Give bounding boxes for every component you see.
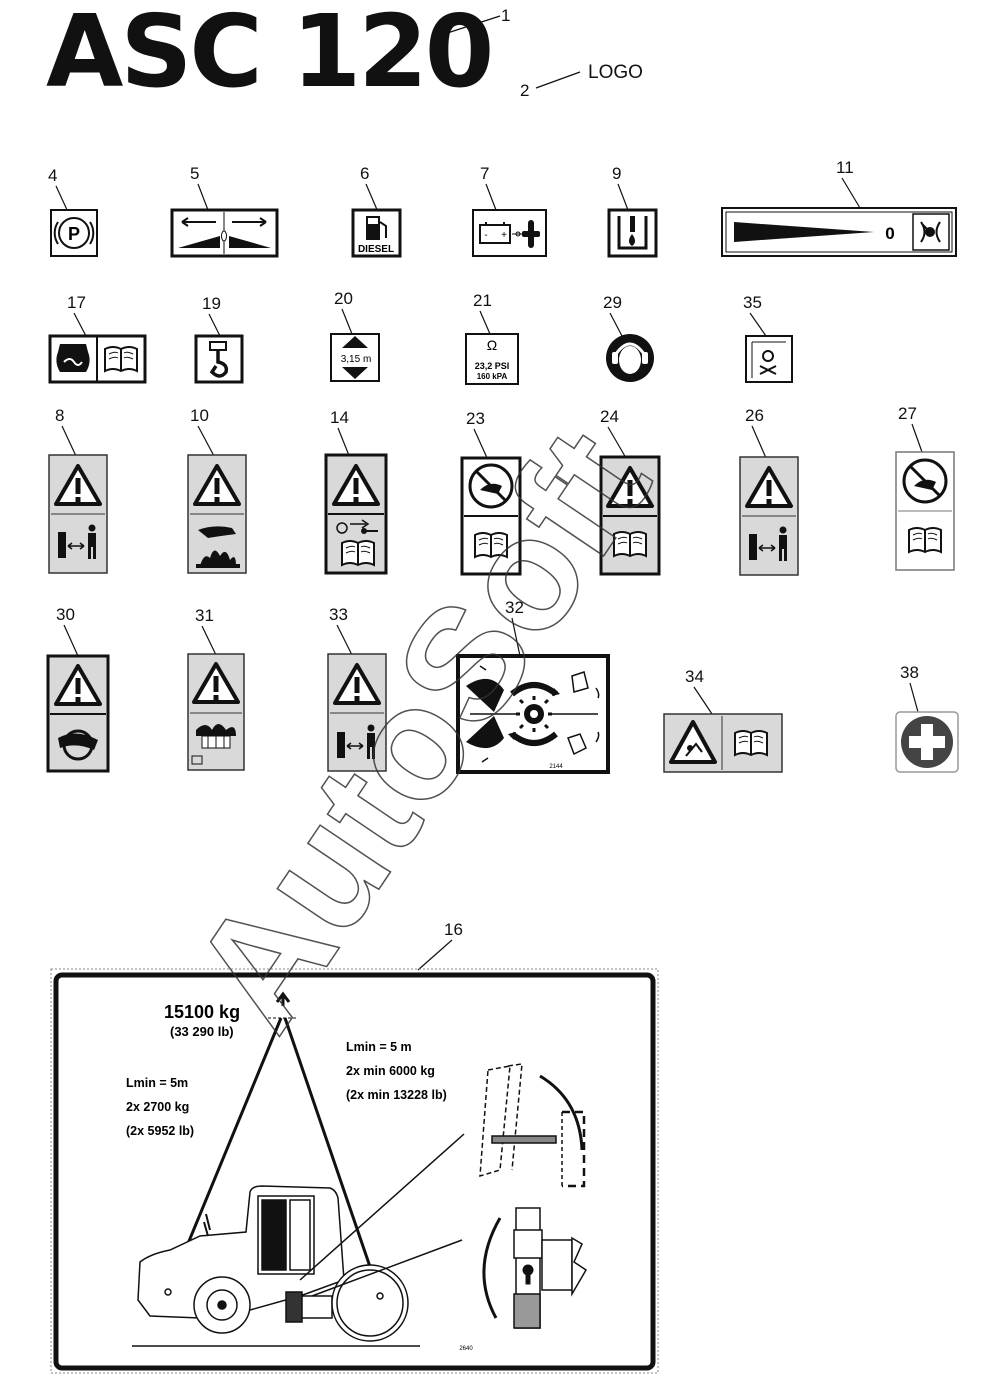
callout-38: 38 xyxy=(900,663,919,682)
callout-32: 32 xyxy=(505,598,524,617)
front-load-lb: (2x min 13228 lb) xyxy=(346,1088,447,1102)
callout-34: 34 xyxy=(685,667,704,686)
decal-34-warning-manual xyxy=(663,713,783,773)
callout-20: 20 xyxy=(334,289,353,308)
callout-35: 35 xyxy=(743,293,762,312)
callout-10: 10 xyxy=(190,406,209,425)
callout-11: 11 xyxy=(836,158,854,177)
rear-lmin: Lmin = 5m xyxy=(126,1076,188,1090)
decal-9-hydraulic-oil xyxy=(607,208,658,258)
decal16-code: 2640 xyxy=(459,1346,473,1352)
callout-1: 1 xyxy=(501,6,511,25)
svg-text:P: P xyxy=(68,224,80,244)
logo-label: LOGO xyxy=(588,62,643,83)
model-title: ASC 120 xyxy=(46,0,494,110)
decal-38-first-aid xyxy=(895,711,959,773)
pressure-kpa: 160 kPA xyxy=(477,372,508,381)
svg-text:Ω: Ω xyxy=(487,337,497,353)
rear-load-lb: (2x 5952 lb) xyxy=(126,1124,194,1138)
total-weight: 15100 kg xyxy=(164,1002,240,1022)
decal-24-read-manual xyxy=(599,455,661,576)
decal-5-leveling xyxy=(170,208,279,258)
callout-26: 26 xyxy=(745,406,764,425)
decal-19-lifting-hook xyxy=(194,334,244,384)
decal-26-crush-distance xyxy=(739,456,799,576)
callout-6: 6 xyxy=(360,164,370,183)
callout-33: 33 xyxy=(329,605,348,624)
callout-17: 17 xyxy=(67,293,86,312)
callout-5: 5 xyxy=(190,164,200,183)
decal-10-hot-surface xyxy=(187,454,247,574)
callout-24: 24 xyxy=(600,407,619,426)
decal-11-speed-scale: 0 xyxy=(721,207,957,257)
decal-20-height: 3,15 m xyxy=(330,333,380,382)
decal-33-crush-distance xyxy=(327,653,387,772)
callout-29: 29 xyxy=(603,293,622,312)
callout-14: 14 xyxy=(330,408,349,427)
total-weight-lb: (33 290 lb) xyxy=(170,1024,234,1039)
callout-23: 23 xyxy=(466,409,485,428)
callout-2: 2 xyxy=(520,81,530,100)
decal-30-entanglement xyxy=(46,654,110,773)
callout-27: 27 xyxy=(898,404,917,423)
decal32-code: 2144 xyxy=(549,764,563,770)
callout-30: 30 xyxy=(56,605,75,624)
rear-load: 2x 2700 kg xyxy=(126,1100,189,1114)
decal-32-steering-joint: 2144 xyxy=(456,654,610,774)
decal-6-diesel: DIESEL xyxy=(351,208,402,258)
callout-31: 31 xyxy=(195,606,214,625)
decal-29-ear-protection xyxy=(606,334,654,382)
decal-14-key-manual xyxy=(324,453,388,575)
decal-23-no-hands-manual xyxy=(460,456,522,576)
svg-text:+: + xyxy=(501,230,507,241)
callout-4: 4 xyxy=(48,166,58,185)
front-load: 2x min 6000 kg xyxy=(346,1064,435,1078)
front-lmin: Lmin = 5 m xyxy=(346,1040,412,1054)
speed-zero-label: 0 xyxy=(885,224,894,243)
decal-8-crush-distance xyxy=(48,454,108,574)
callout-7: 7 xyxy=(480,164,490,183)
svg-text:-: - xyxy=(484,230,487,241)
decal-27-no-hands-manual xyxy=(895,451,955,571)
callout-8: 8 xyxy=(55,406,65,425)
decal-17-engine-manual xyxy=(48,334,147,384)
callout-21: 21 xyxy=(473,291,492,310)
callout-19: 19 xyxy=(202,294,221,313)
decal-31-explosion-distance xyxy=(187,653,245,771)
pressure-psi: 23,2 PSI xyxy=(475,361,510,371)
decal-21-tire-pressure: Ω 23,2 PSI 160 kPA xyxy=(465,333,519,385)
decal-4-parking-brake: P xyxy=(50,209,98,257)
leader-lines xyxy=(55,15,923,971)
diesel-label: DIESEL xyxy=(358,244,394,255)
height-label: 3,15 m xyxy=(341,354,372,365)
callout-9: 9 xyxy=(612,164,622,183)
decal-35-tie-down xyxy=(745,335,793,383)
decal-16-lifting-diagram: 15100 kg (33 290 lb) Lmin = 5m 2x 2700 k… xyxy=(50,968,659,1374)
decal-7-battery: - + xyxy=(472,209,547,257)
callout-16: 16 xyxy=(444,920,463,939)
